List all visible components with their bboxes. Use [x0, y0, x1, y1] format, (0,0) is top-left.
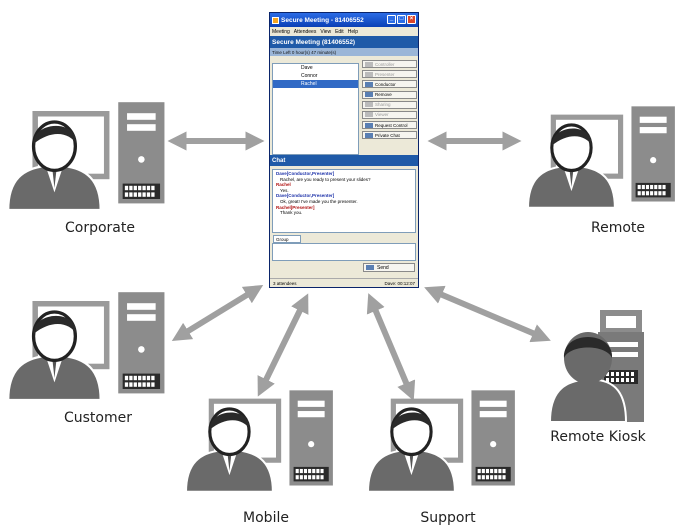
action-buttons: Controller Presenter Conductor Remove Sh…	[362, 60, 417, 142]
chat-input[interactable]	[272, 243, 416, 261]
attendee-count: 3 attendees	[273, 280, 297, 286]
minimize-icon[interactable]: _	[387, 15, 396, 24]
request-control-button[interactable]: Request Control	[362, 121, 417, 130]
menu-meeting[interactable]: Meeting	[272, 28, 290, 35]
sharing-button[interactable]: Sharing	[362, 100, 417, 109]
tab-group[interactable]: Group	[273, 235, 301, 243]
conductor-button[interactable]: Conductor	[362, 80, 417, 89]
send-button[interactable]: Send	[363, 263, 415, 272]
remote-label: Remote	[590, 220, 646, 236]
chat-sender: Rachel[Presenter]	[276, 204, 315, 210]
menu-view[interactable]: View	[320, 28, 332, 35]
arrow-remote-kiosk	[424, 285, 551, 343]
chat-sender: Dave[Conductor,Presenter]	[276, 193, 335, 199]
chat-header: Chat	[270, 155, 418, 166]
corporate-label: Corporate	[65, 220, 135, 236]
time-left: Time Left 0 hour(s) 47 minute(s)	[270, 48, 418, 56]
participant-row[interactable]: Connor	[301, 73, 318, 79]
remove-icon	[365, 92, 373, 98]
mobile-node	[186, 388, 335, 492]
request-control-icon	[365, 122, 373, 128]
sharing-icon	[365, 102, 373, 108]
session-timer: Dave: 00:12:07	[384, 280, 415, 286]
presenter-icon	[365, 71, 373, 77]
meeting-header: Secure Meeting (81406552)	[270, 36, 418, 48]
viewer-icon	[365, 112, 373, 118]
viewer-button[interactable]: Viewer	[362, 110, 417, 119]
menu-attendees[interactable]: Attendees	[293, 28, 317, 35]
send-icon	[366, 265, 374, 270]
menu-edit[interactable]: Edit	[335, 28, 344, 35]
window-titlebar[interactable]: Secure Meeting - 81406552 _ □ ×	[270, 13, 418, 27]
menu-bar: Meeting Attendees View Edit Help	[270, 27, 418, 36]
chat-sender: Dave[Conductor,Presenter]	[276, 171, 335, 176]
private-chat-icon	[365, 132, 373, 138]
app-icon	[272, 16, 279, 24]
maximize-icon[interactable]: □	[397, 15, 406, 24]
chat-message: Ok, great! I've made you the presenter.	[280, 198, 358, 204]
chat-sender: Rachel	[276, 182, 291, 188]
remove-button[interactable]: Remove	[362, 90, 417, 99]
chat-message: Rachel, are you ready to present your sl…	[280, 176, 371, 182]
customer-label: Customer	[63, 410, 133, 426]
window-title: Secure Meeting - 81406552	[281, 16, 364, 24]
customer-node	[8, 290, 167, 400]
support-label: Support	[420, 510, 476, 526]
conductor-icon	[365, 81, 373, 87]
remote-kiosk-node	[548, 310, 644, 423]
status-bar: 3 attendees Dave: 00:12:07	[270, 278, 418, 287]
secure-meeting-window: Secure Meeting - 81406552 _ □ × Meeting …	[269, 12, 419, 288]
chat-log: Dave[Conductor,Presenter] Rachel, are yo…	[272, 169, 416, 233]
participant-list: Dave Connor Rachel	[272, 63, 359, 155]
controller-button[interactable]: Controller	[362, 60, 417, 68]
arrow-customer	[171, 284, 264, 342]
remote-node	[528, 104, 677, 208]
chat-message: Yes.	[280, 187, 289, 193]
controller-icon	[365, 61, 373, 67]
menu-help[interactable]: Help	[347, 28, 358, 35]
close-icon[interactable]: ×	[407, 15, 416, 24]
corporate-node	[8, 100, 167, 210]
chat-message: Thank you.	[280, 210, 303, 216]
support-node	[368, 388, 517, 492]
private-chat-button[interactable]: Private Chat	[362, 131, 417, 140]
arrow-support	[366, 293, 416, 401]
participant-row[interactable]: Rachel	[273, 80, 358, 88]
mobile-label: Mobile	[243, 510, 289, 526]
arrow-mobile	[257, 293, 309, 397]
presenter-button[interactable]: Presenter	[362, 70, 417, 79]
remote-kiosk-label: Remote Kiosk	[550, 429, 646, 445]
participant-row[interactable]: Dave	[301, 65, 313, 71]
